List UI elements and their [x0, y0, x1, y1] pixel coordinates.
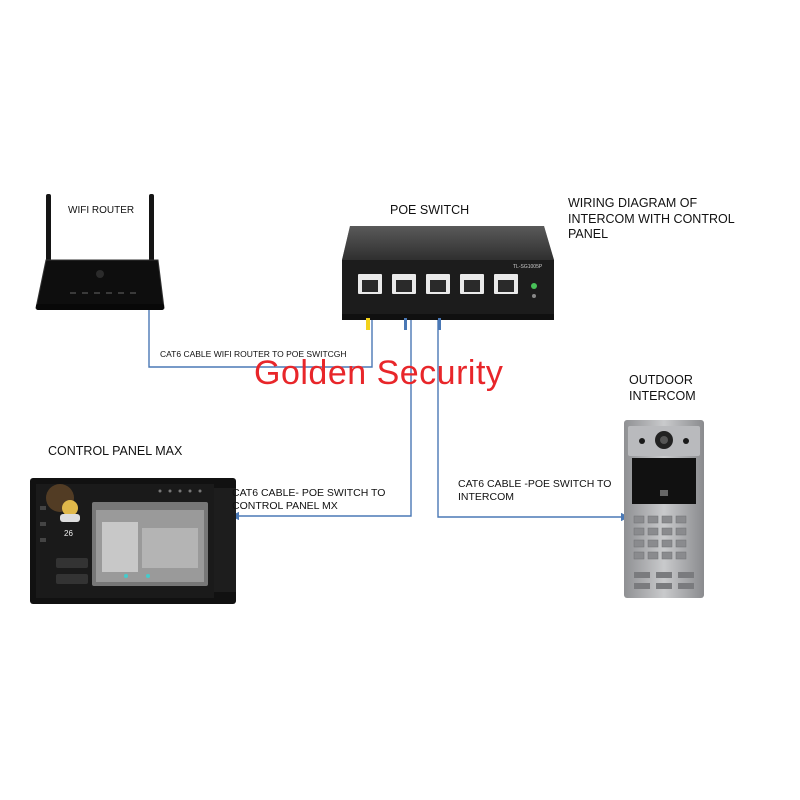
cable-router-switch-label: CAT6 CABLE WIFI ROUTER TO POE SWITCGH	[160, 349, 347, 359]
wifi-router-label: WIFI ROUTER	[68, 205, 135, 216]
wire-switch-to-intercom	[437, 313, 630, 522]
outdoor-intercom-image	[624, 420, 704, 598]
poe-switch-label: POE SWITCH	[390, 203, 470, 217]
switch-model-text: TL-SG1005P	[513, 264, 543, 270]
panel-temperature: 26	[64, 529, 73, 538]
cable-switch-intercom-label: CAT6 CABLE -POE SWITCH TO INTERCOM	[458, 478, 612, 504]
diagram-title: WIRING DIAGRAM OF INTERCOM WITH CONTROL …	[568, 196, 735, 242]
wire-switch-to-panel	[230, 313, 412, 521]
control-panel-label: CONTROL PANEL MAX	[48, 444, 183, 458]
wire-router-to-switch	[148, 290, 373, 368]
control-panel-image: 26	[30, 478, 236, 604]
poe-switch-image: TL-SG1005P	[342, 226, 554, 330]
watermark-text: Golden Security	[254, 354, 504, 392]
wifi-router-image	[35, 194, 165, 310]
cable-switch-panel-label: CAT6 CABLE- POE SWITCH TO CONTROL PANEL …	[232, 487, 386, 513]
outdoor-intercom-label: OUTDOOR INTERCOM	[629, 373, 696, 403]
